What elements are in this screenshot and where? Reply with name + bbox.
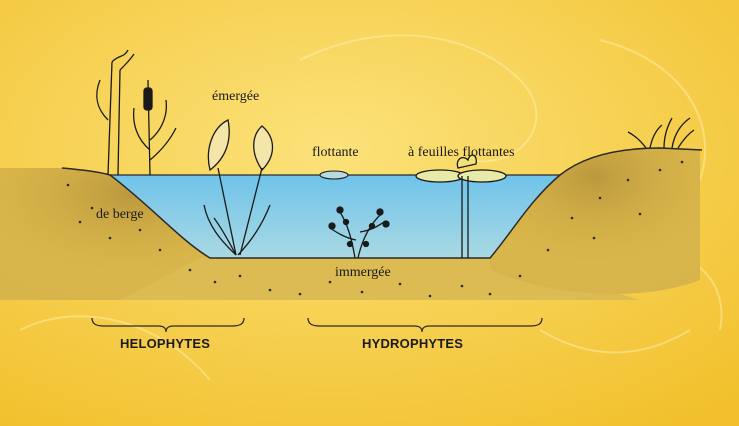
label-feuilles-flottantes: à feuilles flottantes	[408, 145, 515, 160]
label-flottante: flottante	[312, 145, 359, 160]
caption-hydrophytes: HYDROPHYTES	[362, 336, 463, 351]
label-immergee: immergée	[335, 265, 391, 280]
caption-helophytes: HELOPHYTES	[120, 336, 210, 351]
label-emergee: émergée	[212, 89, 259, 104]
floating-plant	[320, 171, 348, 179]
label-de-berge: de berge	[96, 207, 144, 222]
